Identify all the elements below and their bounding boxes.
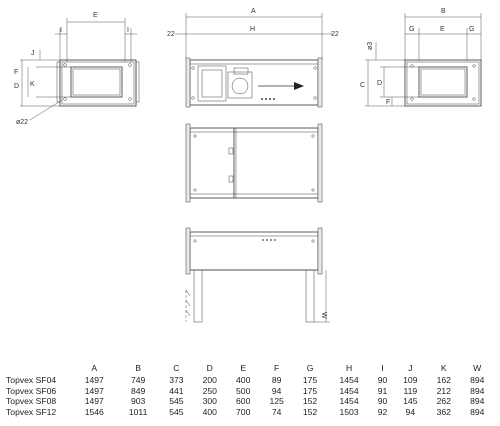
front-dim-j: J — [31, 50, 35, 57]
technical-drawing: E I I J F K D ø22 — [14, 8, 482, 323]
table-cell: 91 — [377, 385, 388, 396]
model-name: Topvex SF12 — [6, 406, 57, 417]
table-cell: 1454 — [339, 375, 359, 385]
table-cell: 441 — [169, 385, 184, 396]
table-header-corner — [6, 362, 72, 375]
table-cell: 362 — [436, 406, 451, 417]
side-dim-right-22: 22 — [331, 31, 339, 38]
model-name: Topvex SF06 — [6, 385, 57, 396]
table-row: Topvex SF04 1497 749 373 200 400 89 175 … — [6, 375, 494, 386]
end-dim-g-left: G — [409, 26, 414, 33]
front-dim-d: D — [14, 83, 19, 90]
table-cell: 250 — [202, 385, 217, 396]
end-dim-diameter: ø3 — [367, 42, 374, 50]
table-cell: 92 — [377, 406, 388, 417]
table-cell: 903 — [130, 396, 146, 407]
end-dim-c: C — [360, 82, 365, 89]
table-cell: 1497 — [84, 385, 104, 396]
table-cell: 545 — [169, 406, 184, 417]
table-cell: 90 — [377, 396, 388, 407]
table-cell: 109 — [403, 375, 418, 385]
table-header-cell: C — [173, 363, 180, 373]
end-dim-b: B — [441, 8, 446, 15]
table-cell: 200 — [202, 375, 217, 385]
front-dim-e: E — [93, 12, 98, 19]
table-cell: 1497 — [84, 396, 104, 407]
end-dim-f: F — [386, 99, 390, 106]
table-cell: 749 — [130, 375, 146, 385]
model-name: Topvex SF04 — [6, 375, 57, 385]
table-cell: 94 — [405, 406, 416, 417]
table-header-cell: G — [306, 363, 314, 373]
table-cell: 300 — [202, 396, 217, 407]
table-cell: 894 — [470, 396, 485, 407]
table-cell: 152 — [302, 396, 318, 407]
table-cell: 162 — [436, 375, 451, 385]
side-view: A H 22 22 — [167, 8, 339, 108]
support-dim-w: W — [320, 312, 327, 319]
table-header-cell: F — [274, 363, 280, 373]
table-cell: 1011 — [128, 406, 148, 417]
table-cell: 894 — [470, 385, 485, 396]
table-cell: 262 — [436, 396, 451, 407]
table-cell: 700 — [236, 406, 251, 417]
table-cell: 849 — [130, 385, 146, 396]
table-cell: 545 — [169, 396, 184, 407]
table-row: Topvex SF06 1497 849 441 250 500 94 175 … — [6, 386, 494, 397]
table-cell: 212 — [436, 385, 451, 396]
table-cell: 894 — [470, 406, 485, 417]
table-cell: 1497 — [84, 375, 104, 385]
table-cell: 400 — [236, 375, 251, 385]
front-dim-k: K — [30, 81, 35, 88]
table-header-cell: W — [473, 363, 482, 373]
table-cell: 175 — [302, 385, 318, 396]
table-header-cell: A — [91, 363, 98, 373]
front-dim-i-right: I — [127, 27, 129, 34]
side-dim-left-22: 22 — [167, 31, 175, 38]
table-header-cell: K — [440, 363, 447, 373]
table-cell: 94 — [271, 385, 282, 396]
table-cell: 600 — [236, 396, 251, 407]
top-view — [185, 123, 323, 203]
table-cell: 125 — [269, 396, 284, 407]
end-dim-d: D — [377, 80, 382, 87]
front-view: E I I J F K D ø22 — [14, 12, 140, 126]
table-cell: 175 — [302, 375, 318, 385]
end-dim-e: E — [440, 26, 445, 33]
table-cell: 1546 — [84, 406, 104, 417]
side-dim-a: A — [251, 8, 256, 15]
table-header-cell: E — [240, 363, 247, 373]
table-header-cell: H — [345, 363, 353, 373]
table-cell: 74 — [271, 406, 282, 417]
table-header-cell: J — [408, 363, 413, 373]
table-header-cell: I — [381, 363, 384, 373]
table-row: Topvex SF12 1546 1011 545 400 700 74 152… — [6, 407, 494, 418]
side-dim-h: H — [250, 26, 255, 33]
table-cell: 373 — [169, 375, 184, 385]
model-name: Topvex SF08 — [6, 396, 57, 407]
front-dim-i-left: I — [60, 27, 62, 34]
table-cell: 400 — [202, 406, 217, 417]
table-cell: 894 — [470, 375, 485, 385]
front-dim-f: F — [14, 69, 18, 76]
table-cell: 1454 — [339, 385, 359, 396]
table-cell: 1503 — [339, 406, 359, 417]
dimensions-table: A B C D E F G H I J K W Topvex SF04 1497… — [6, 362, 494, 417]
table-header-row: A B C D E F G H I J K W — [6, 362, 494, 375]
front-dim-diameter: ø22 — [16, 119, 28, 126]
table-cell: 145 — [403, 396, 418, 407]
table-header-cell: B — [135, 363, 141, 373]
table-cell: 152 — [302, 406, 318, 417]
table-cell: 90 — [377, 375, 388, 385]
end-view: B G E G ø3 C D F — [360, 8, 482, 107]
table-cell: 119 — [403, 385, 418, 396]
end-dim-g-right: G — [469, 26, 474, 33]
table-cell: 1454 — [339, 396, 359, 407]
table-row: Topvex SF08 1497 903 545 300 600 125 152… — [6, 396, 494, 407]
table-cell: 500 — [236, 385, 251, 396]
table-header-cell: D — [206, 363, 213, 373]
support-view: W — [185, 227, 330, 323]
table-cell: 89 — [271, 375, 282, 385]
